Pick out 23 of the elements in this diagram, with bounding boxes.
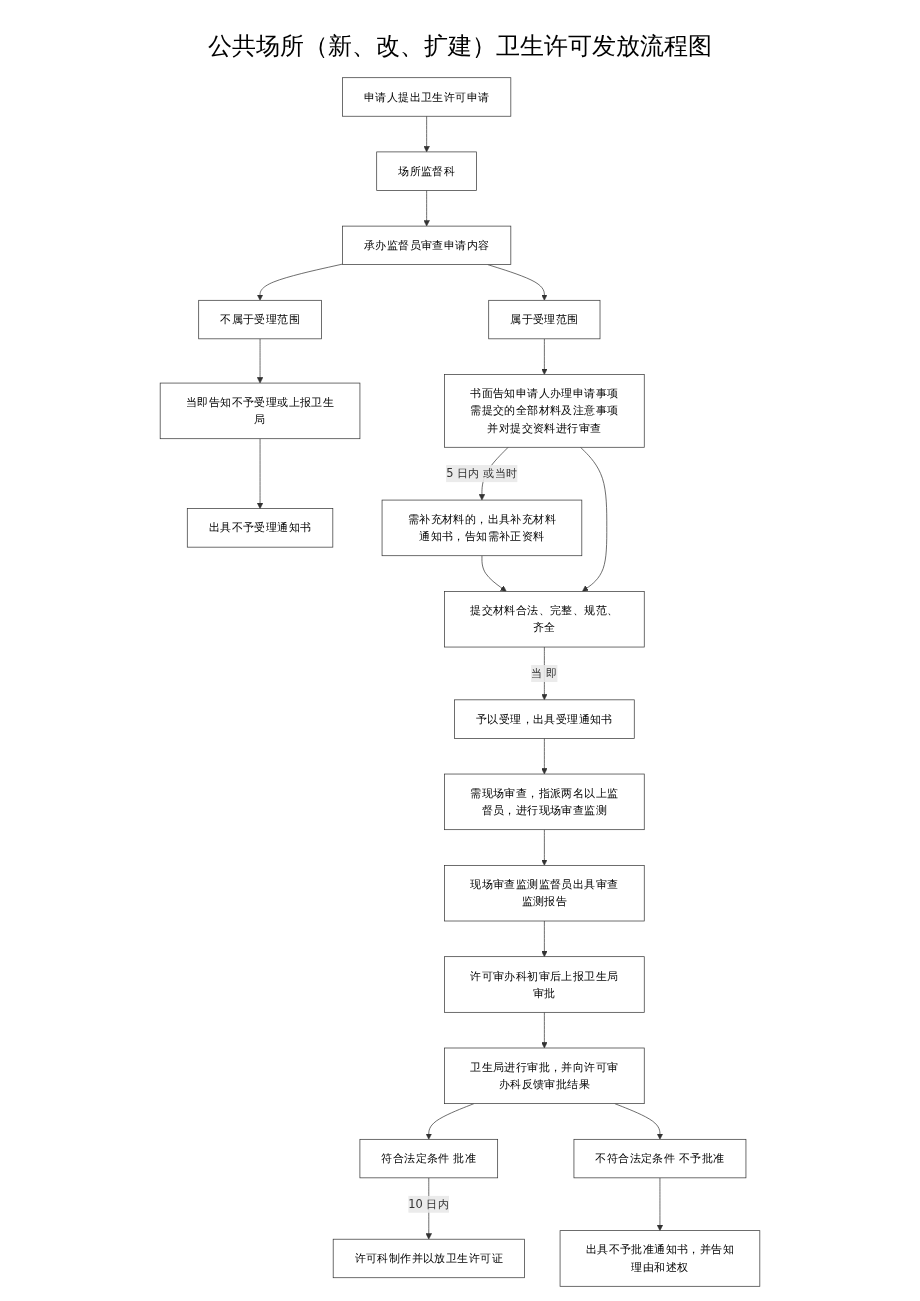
node-box: 卫生局进行审批，并向许可审办科反馈审批结果 xyxy=(444,1047,645,1104)
node-box: 申请人提出卫生许可申请 xyxy=(342,77,512,117)
node-box: 需现场审查，指派两名以上监督员，进行现场审查监测 xyxy=(444,773,645,831)
node-box: 符合法定条件 批准 xyxy=(359,1138,499,1179)
node-box: 出具不予批准通知书，并告知理由和述权 xyxy=(559,1230,761,1287)
node-box: 许可审办科初审后上报卫生局审批 xyxy=(444,956,645,1013)
node-box: 场所监督科 xyxy=(376,151,477,191)
node-box: 出具不予受理通知书 xyxy=(186,508,334,548)
node-box: 属于受理范围 xyxy=(488,299,601,340)
node-box: 许可科制作并以放卫生许可证 xyxy=(332,1238,525,1279)
node-box: 不符合法定条件 不予批准 xyxy=(573,1138,747,1179)
node-box: 承办监督员审查申请内容 xyxy=(342,225,512,265)
edge-label: 当 即 xyxy=(531,666,558,680)
node-box: 现场审查监测监督员出具审查监测报告 xyxy=(444,865,645,922)
node-box: 当即告知不予受理或上报卫生局 xyxy=(159,382,361,440)
edge-label: 5 日内 或当时 xyxy=(446,466,518,481)
node-box: 予以受理，出具受理通知书 xyxy=(454,699,635,739)
node-box: 不属于受理范围 xyxy=(198,299,322,340)
node-box: 提交材料合法、完整、规范、齐全 xyxy=(444,591,645,648)
node-box: 需补充材料的，出具补充材料通知书，告知需补正资料 xyxy=(381,499,583,557)
edge-label: 10 日内 xyxy=(408,1197,450,1211)
node-box: 书面告知申请人办理申请事项需提交的全部材料及注意事项并对提交资料进行审查 xyxy=(444,374,645,448)
diagram-title: 公共场所（新、改、扩建）卫生许可发放流程图 xyxy=(207,31,713,62)
